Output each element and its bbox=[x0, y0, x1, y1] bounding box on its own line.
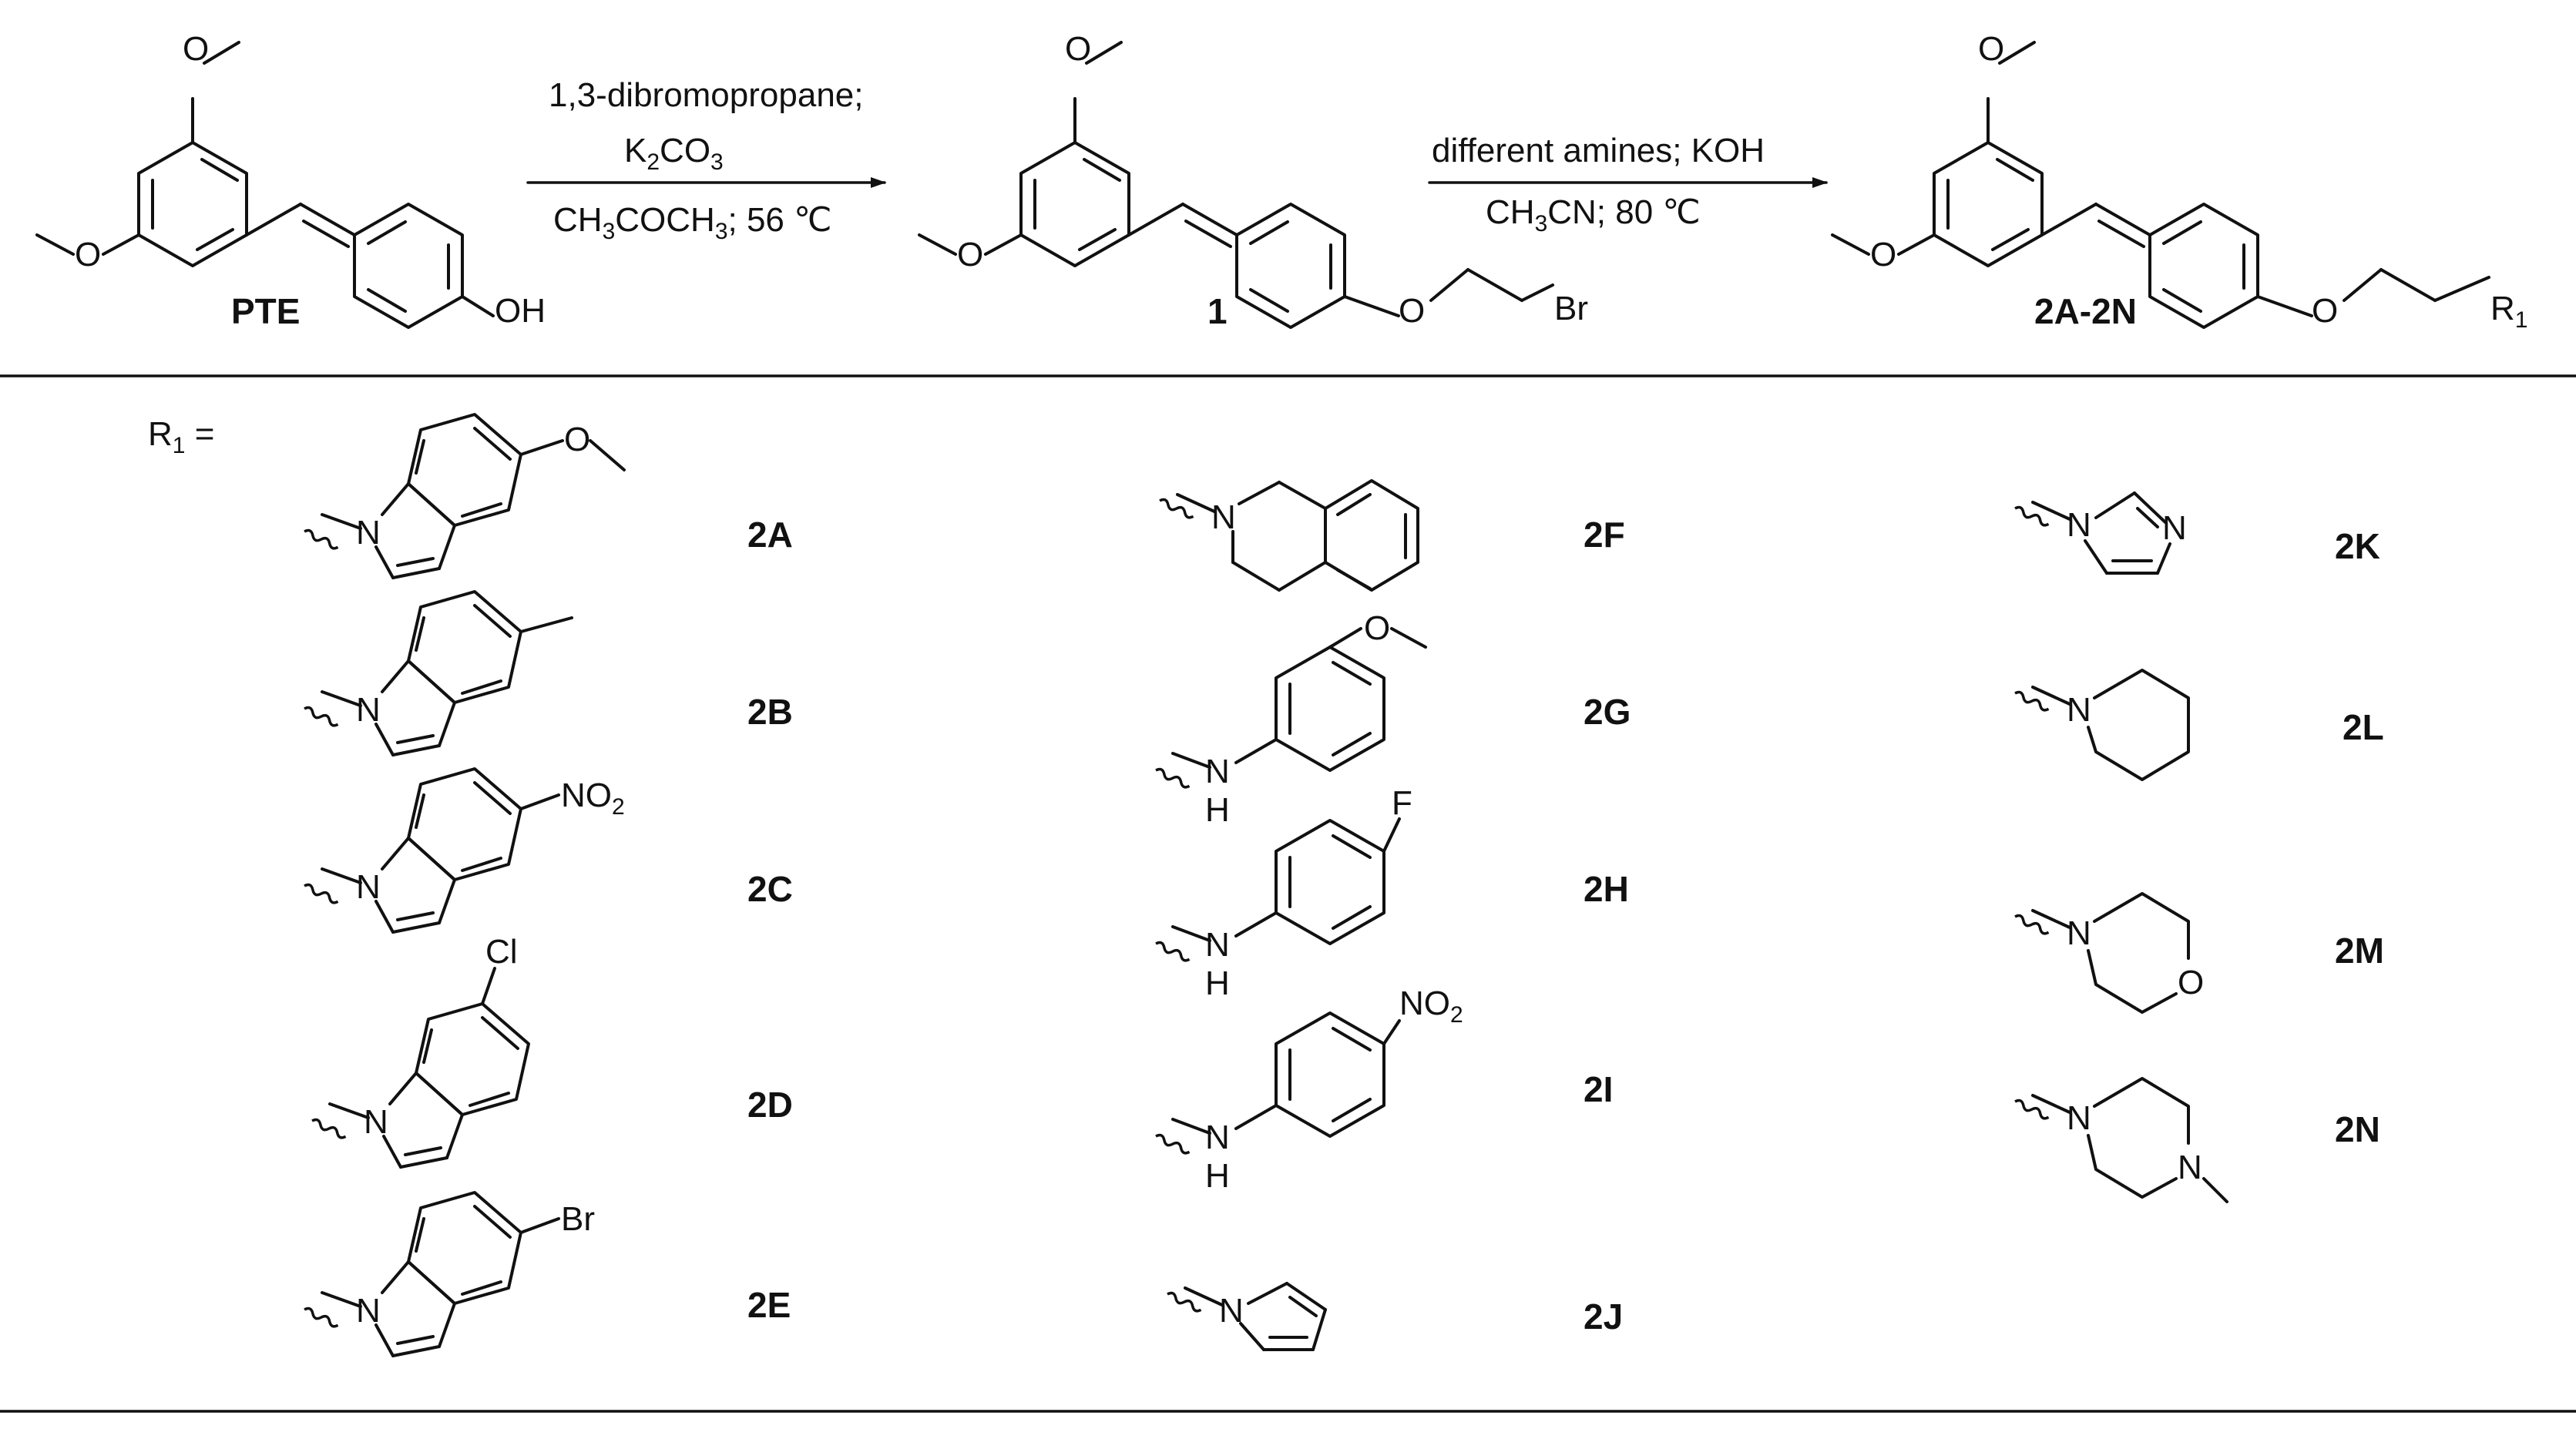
label-2j: 2J bbox=[1584, 1296, 1623, 1337]
svg-text:N: N bbox=[356, 691, 381, 729]
svg-text:O: O bbox=[75, 236, 101, 273]
substituent-2b: N bbox=[303, 592, 573, 755]
label-2h: 2H bbox=[1584, 869, 1629, 909]
svg-text:O: O bbox=[1065, 30, 1091, 68]
label-product-series: 2A-2N bbox=[2034, 291, 2137, 331]
step2-reagent: different amines; KOH bbox=[1432, 132, 1765, 169]
svg-text:Br: Br bbox=[561, 1200, 595, 1238]
label-2m: 2M bbox=[2335, 931, 2384, 971]
svg-text:N: N bbox=[1205, 1119, 1230, 1156]
svg-text:O: O bbox=[2178, 964, 2204, 1001]
substituent-2i: N H NO2 bbox=[1154, 984, 1463, 1195]
svg-text:NO2: NO2 bbox=[561, 777, 625, 820]
label-2c: 2C bbox=[747, 869, 793, 909]
svg-text:N: N bbox=[2067, 1099, 2091, 1137]
substituent-2m: N O bbox=[2012, 892, 2204, 1014]
svg-text:N: N bbox=[2162, 509, 2187, 547]
product-structure: O O O R1 bbox=[1831, 30, 2527, 333]
svg-text:N: N bbox=[2067, 691, 2091, 729]
label-2a: 2A bbox=[747, 515, 793, 555]
label-2b: 2B bbox=[747, 692, 793, 732]
label-2d: 2D bbox=[747, 1085, 793, 1125]
step1-solvent: CH3COCH3; 56 ℃ bbox=[553, 201, 832, 244]
svg-text:O: O bbox=[2312, 292, 2338, 330]
svg-text:NO2: NO2 bbox=[1399, 984, 1463, 1028]
substituent-2e: N Br bbox=[303, 1192, 595, 1356]
label-2k: 2K bbox=[2335, 526, 2380, 566]
label-2i: 2I bbox=[1584, 1069, 1613, 1109]
substituent-2a: N O bbox=[303, 414, 626, 578]
svg-text:O: O bbox=[1399, 292, 1425, 330]
svg-text:O: O bbox=[1870, 236, 1896, 273]
step1-base: K2CO3 bbox=[624, 132, 724, 175]
svg-text:Br: Br bbox=[1554, 290, 1588, 327]
label-pte: PTE bbox=[231, 291, 300, 331]
svg-text:O: O bbox=[564, 421, 590, 458]
substituent-2c: N NO2 bbox=[303, 769, 625, 932]
svg-text:O: O bbox=[183, 30, 209, 68]
substituent-2d: N Cl bbox=[309, 933, 530, 1169]
svg-text:N: N bbox=[356, 1292, 381, 1330]
svg-text:O: O bbox=[1364, 609, 1390, 647]
svg-text:N: N bbox=[356, 514, 381, 552]
substituent-2n: N N bbox=[2012, 1077, 2228, 1203]
svg-text:O: O bbox=[1978, 30, 2004, 68]
substituent-2j: N bbox=[1164, 1282, 1327, 1351]
svg-text:F: F bbox=[1392, 784, 1412, 822]
svg-text:N: N bbox=[2067, 506, 2091, 544]
label-2f: 2F bbox=[1584, 515, 1625, 555]
substituent-2g: N H O bbox=[1154, 609, 1427, 829]
svg-text:N: N bbox=[1205, 753, 1230, 790]
substituent-2h: N H F bbox=[1154, 784, 1412, 1002]
label-2g: 2G bbox=[1584, 692, 1631, 732]
step2-solvent: CH3CN; 80 ℃ bbox=[1486, 193, 1701, 236]
svg-text:N: N bbox=[2067, 914, 2091, 952]
svg-text:OH: OH bbox=[495, 292, 546, 330]
label-compound-1: 1 bbox=[1207, 291, 1228, 331]
label-2e: 2E bbox=[747, 1285, 791, 1325]
svg-text:Cl: Cl bbox=[485, 933, 518, 971]
label-2n: 2N bbox=[2335, 1109, 2380, 1149]
svg-text:H: H bbox=[1205, 1157, 1230, 1195]
svg-text:H: H bbox=[1205, 964, 1230, 1002]
svg-text:R1: R1 bbox=[2490, 290, 2527, 333]
substituent-2k: N N bbox=[2012, 491, 2187, 575]
step1-reagent: 1,3-dibromopropane; bbox=[549, 76, 863, 114]
svg-text:N: N bbox=[1211, 498, 1236, 536]
substituent-2l: N bbox=[2012, 669, 2190, 781]
substituent-2f: N bbox=[1157, 479, 1419, 592]
compound-1-structure: O O O Br bbox=[918, 30, 1588, 330]
svg-text:N: N bbox=[364, 1103, 388, 1141]
svg-text:N: N bbox=[356, 868, 381, 906]
svg-text:N: N bbox=[2178, 1149, 2202, 1186]
svg-text:O: O bbox=[957, 236, 983, 273]
svg-text:N: N bbox=[1205, 926, 1230, 964]
pte-structure: O O OH bbox=[35, 30, 546, 330]
r1-heading: R1 = bbox=[148, 415, 214, 458]
svg-text:H: H bbox=[1205, 791, 1230, 829]
label-2l: 2L bbox=[2343, 707, 2384, 747]
